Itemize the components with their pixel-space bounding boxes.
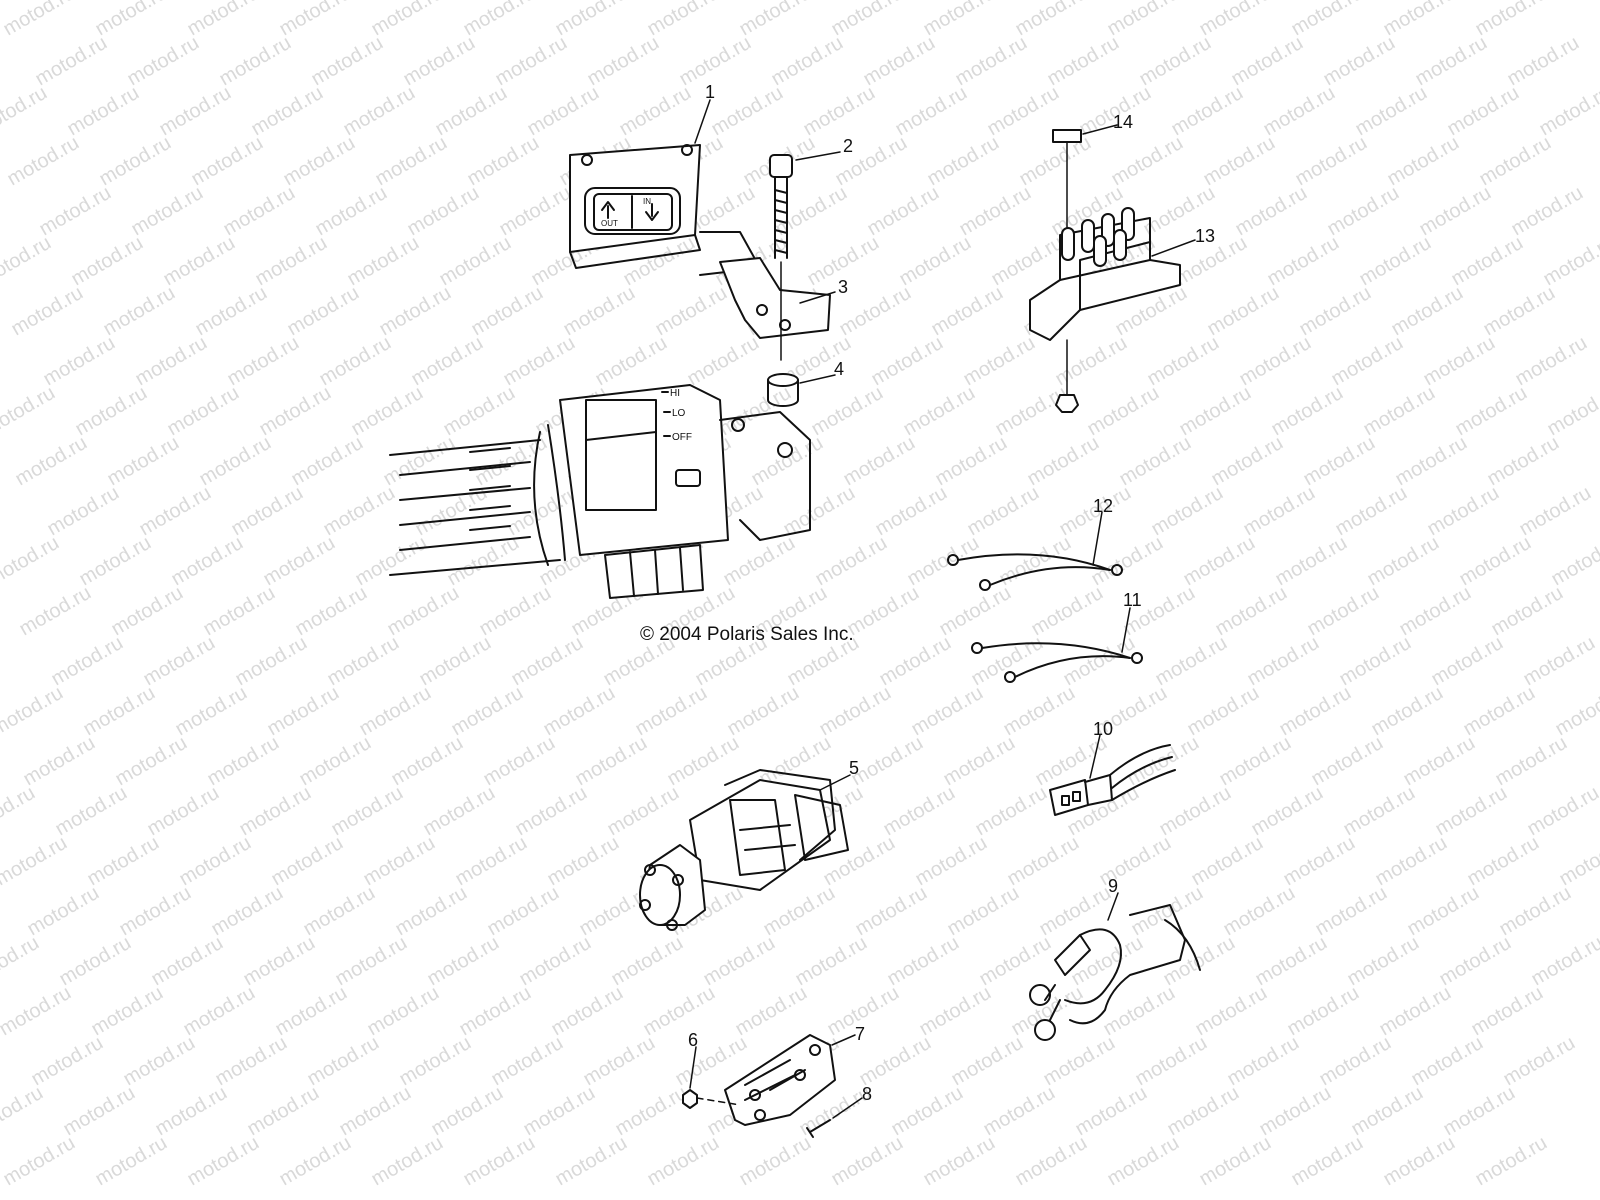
leader-lines — [689, 99, 1196, 1119]
bolt-icon — [769, 154, 793, 361]
lo-label: LO — [672, 408, 686, 419]
callout-6: 6 — [688, 1030, 698, 1050]
callout-3: 3 — [838, 277, 848, 297]
switch-out-label: OUT — [601, 219, 618, 228]
off-label: OFF — [672, 432, 692, 443]
hi-label: HI — [670, 388, 680, 399]
connector-icon — [1049, 744, 1176, 816]
callout-11: 11 — [1123, 590, 1142, 610]
bracket-icon — [719, 257, 831, 339]
callout-7: 7 — [855, 1024, 865, 1044]
winch-switch-icon: OUT IN — [569, 144, 761, 276]
switch-in-label: IN — [643, 197, 651, 206]
roller-fairlead-icon — [682, 1034, 836, 1138]
contactor-icon — [1029, 129, 1181, 413]
copyright-notice: © 2004 Polaris Sales Inc. — [640, 624, 854, 645]
winch-hook-icon — [1029, 904, 1201, 1041]
callout-12: 12 — [1093, 496, 1113, 516]
callout-2: 2 — [843, 136, 853, 156]
callout-4: 4 — [834, 359, 844, 379]
winch-motor-icon — [639, 769, 849, 931]
cable-pair-11-icon — [971, 642, 1143, 683]
callout-13: 13 — [1195, 226, 1215, 246]
handlebar-control-icon: HI LO OFF — [389, 384, 811, 599]
callout-10: 10 — [1093, 719, 1113, 739]
cable-pair-12-icon — [947, 553, 1123, 591]
callout-8: 8 — [862, 1084, 872, 1104]
callout-1: 1 — [705, 82, 715, 102]
callout-14: 14 — [1113, 112, 1133, 132]
callout-numbers: 1 2 3 4 5 6 7 8 9 10 11 12 13 14 — [688, 82, 1215, 1104]
callout-5: 5 — [849, 758, 859, 778]
callout-9: 9 — [1108, 876, 1118, 896]
spacer-icon — [767, 373, 799, 407]
